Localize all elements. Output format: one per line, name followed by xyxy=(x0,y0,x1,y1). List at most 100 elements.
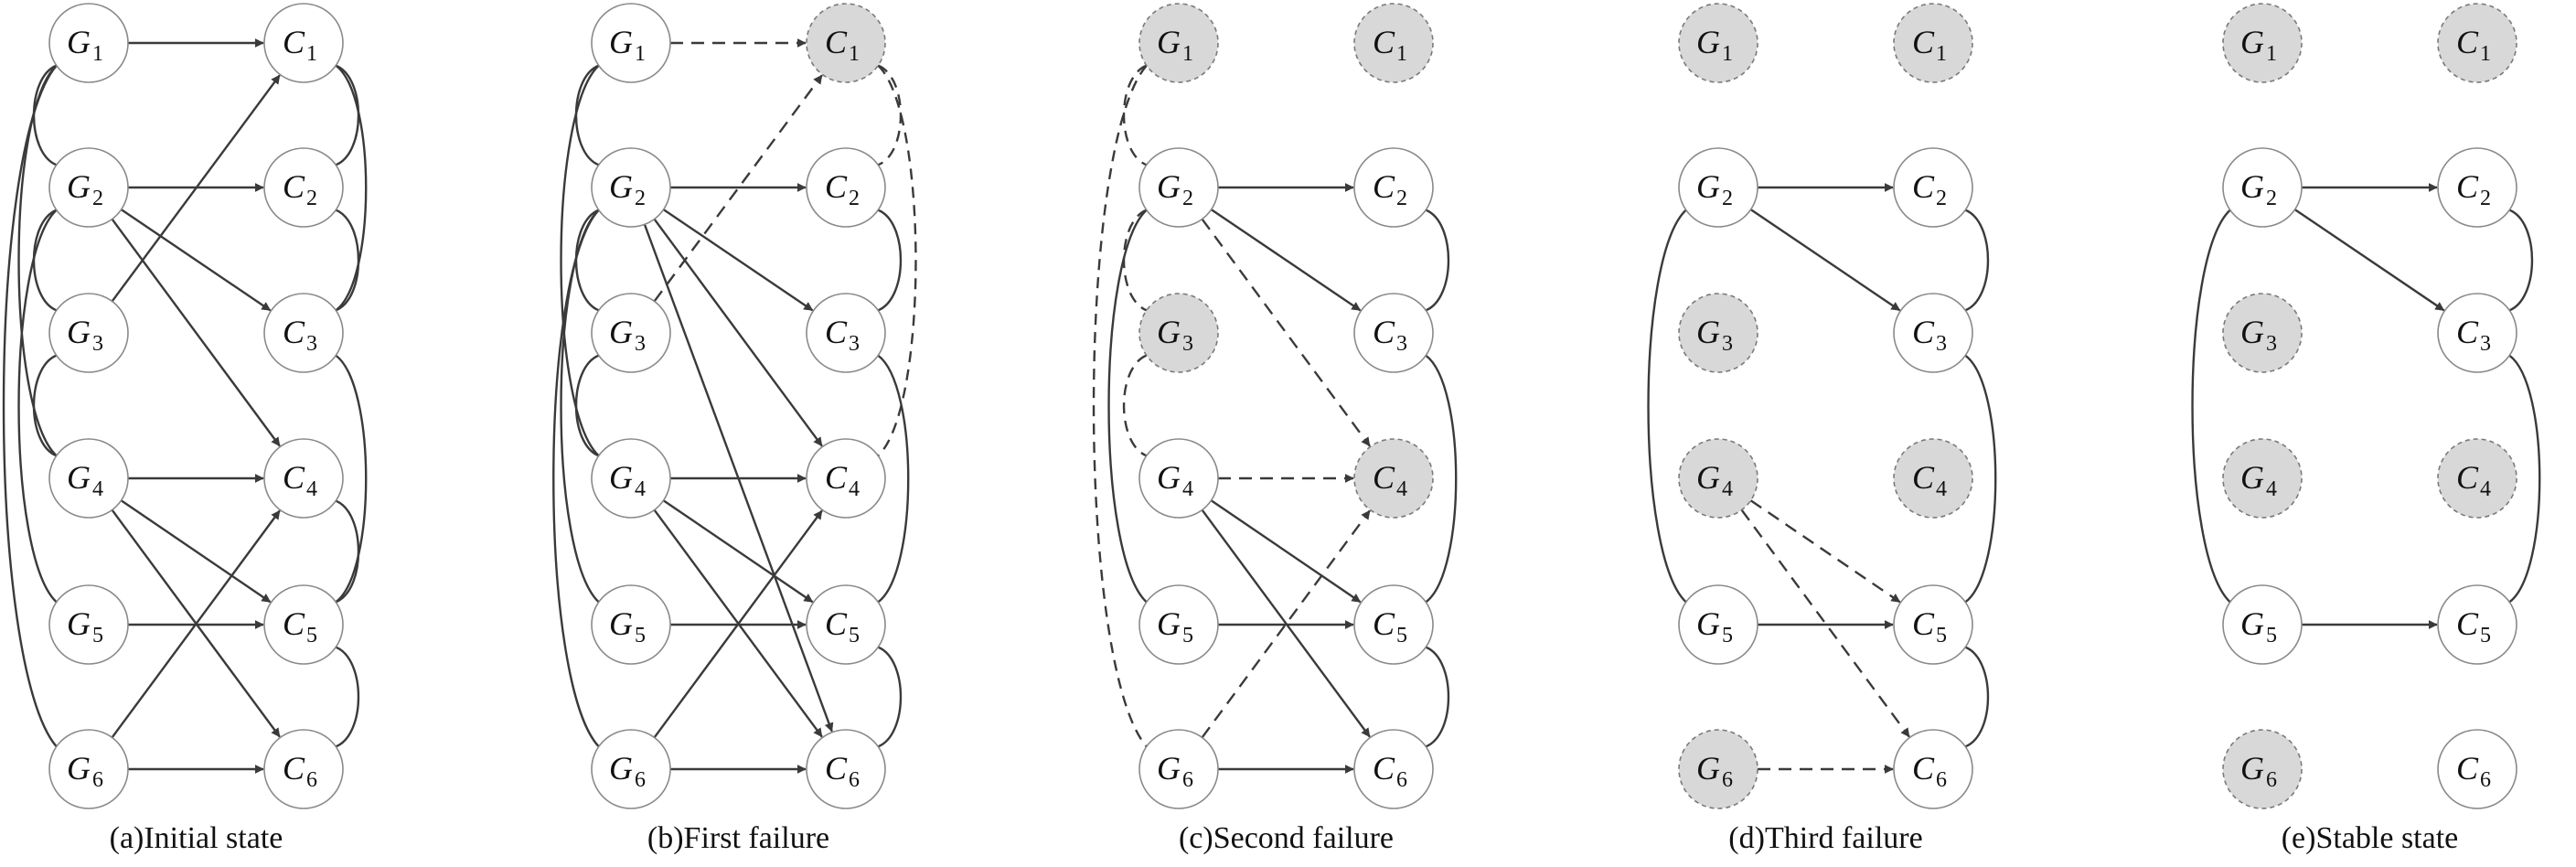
node-label-subscript: 4 xyxy=(849,477,860,501)
node-label-subscript: 1 xyxy=(1722,42,1733,66)
coupling-G1-G4 xyxy=(560,64,600,457)
node-label-subscript: 1 xyxy=(2266,42,2277,66)
node-C4: C4 xyxy=(806,438,886,519)
node-label-subscript: 2 xyxy=(1396,187,1407,210)
node-circle xyxy=(1893,293,1973,373)
node-label-base: C xyxy=(825,750,848,787)
edges-c xyxy=(1201,183,1371,774)
node-label-subscript: 1 xyxy=(2480,42,2491,66)
node-label-subscript: 2 xyxy=(306,187,317,210)
panel-caption-d: (d)Third failure xyxy=(1728,821,1922,855)
node-circle xyxy=(1893,729,1973,809)
node-label-base: C xyxy=(825,24,848,60)
node-label-subscript: 2 xyxy=(849,187,860,210)
node-label-subscript: 5 xyxy=(1396,624,1407,648)
node-label-base: C xyxy=(1912,605,1935,642)
node-circle xyxy=(1353,729,1434,809)
node-label: G3 xyxy=(2240,314,2277,356)
node-label-base: G xyxy=(1157,750,1181,787)
node-label-subscript: 1 xyxy=(306,42,317,66)
node-circle xyxy=(48,584,129,665)
node-label-subscript: 2 xyxy=(92,187,103,210)
node-label-subscript: 3 xyxy=(1722,332,1733,356)
node-label: C3 xyxy=(283,314,317,356)
coupling-G1-G2 xyxy=(1122,64,1148,166)
node-C4: C4 xyxy=(2437,438,2517,519)
node-label-base: C xyxy=(1373,605,1395,642)
coupling-G1-G4 xyxy=(17,64,58,457)
panel-caption-b: (b)First failure xyxy=(647,821,829,855)
node-C4: C4 xyxy=(1353,438,1434,519)
node-label-base: C xyxy=(2456,605,2479,642)
node-label-subscript: 1 xyxy=(849,42,860,66)
node-label-subscript: 3 xyxy=(92,332,103,356)
node-label-base: C xyxy=(283,168,305,205)
node-circle xyxy=(2222,147,2303,228)
node-label: G6 xyxy=(67,750,103,792)
node-circle xyxy=(2222,584,2303,665)
node-circle xyxy=(1353,438,1434,519)
coupling-C2-C3 xyxy=(1964,209,1990,312)
node-label-subscript: 6 xyxy=(92,768,103,792)
edges-b xyxy=(643,38,834,774)
node-G5: G5 xyxy=(2222,584,2303,665)
node-label: C4 xyxy=(283,459,317,501)
coupling-C1-C4 xyxy=(877,64,917,457)
edge-G4-C5 xyxy=(662,499,814,604)
edge-G3-C1 xyxy=(653,74,823,303)
node-G6: G6 xyxy=(48,729,129,809)
coupling-G2-G5 xyxy=(1107,209,1148,604)
node-label: C2 xyxy=(1912,168,1947,210)
node-circle xyxy=(2437,438,2517,519)
node-label-base: G xyxy=(67,459,91,496)
node-label: G6 xyxy=(1696,750,1733,792)
node-label-base: C xyxy=(825,314,848,350)
node-label-subscript: 3 xyxy=(2480,332,2491,356)
node-label-subscript: 2 xyxy=(1182,187,1193,210)
node-label-base: C xyxy=(1373,750,1395,787)
node-circle xyxy=(2222,438,2303,519)
node-label-base: G xyxy=(609,459,633,496)
edge-G2-C3 xyxy=(120,209,272,312)
node-C2: C2 xyxy=(263,147,344,228)
node-label: C6 xyxy=(1912,750,1947,792)
node-C6: C6 xyxy=(1893,729,1973,809)
node-C6: C6 xyxy=(263,729,344,809)
edge-G2-C3 xyxy=(662,209,814,312)
couplings-c xyxy=(1092,64,1458,748)
node-label-subscript: 1 xyxy=(1936,42,1947,66)
node-circle xyxy=(2222,3,2303,83)
node-label: C1 xyxy=(1373,24,1407,66)
node-label-base: G xyxy=(609,314,633,350)
node-label: G4 xyxy=(67,459,103,501)
node-label-base: G xyxy=(2240,24,2264,60)
edges-d xyxy=(1740,183,1910,774)
edge-G6-C4 xyxy=(111,509,281,739)
node-label-subscript: 6 xyxy=(306,768,317,792)
node-circle xyxy=(806,147,886,228)
node-label-subscript: 5 xyxy=(1722,624,1733,648)
node-label: G6 xyxy=(1157,750,1193,792)
node-label-base: C xyxy=(1373,314,1395,350)
node-label-subscript: 1 xyxy=(635,42,646,66)
node-label-base: G xyxy=(609,168,633,205)
node-label: G5 xyxy=(1157,605,1193,648)
node-label: C2 xyxy=(2456,168,2491,210)
node-label-subscript: 4 xyxy=(635,477,646,501)
node-label-base: G xyxy=(67,24,91,60)
node-label: C4 xyxy=(825,459,860,501)
node-label-base: C xyxy=(283,314,305,350)
node-label: C1 xyxy=(1912,24,1947,66)
node-C6: C6 xyxy=(806,729,886,809)
node-label-subscript: 5 xyxy=(306,624,317,648)
node-C3: C3 xyxy=(1353,293,1434,373)
node-label: C1 xyxy=(2456,24,2491,66)
node-label-subscript: 5 xyxy=(92,624,103,648)
node-label: G6 xyxy=(2240,750,2277,792)
node-label-subscript: 4 xyxy=(1936,477,1947,501)
node-circle xyxy=(1893,584,1973,665)
